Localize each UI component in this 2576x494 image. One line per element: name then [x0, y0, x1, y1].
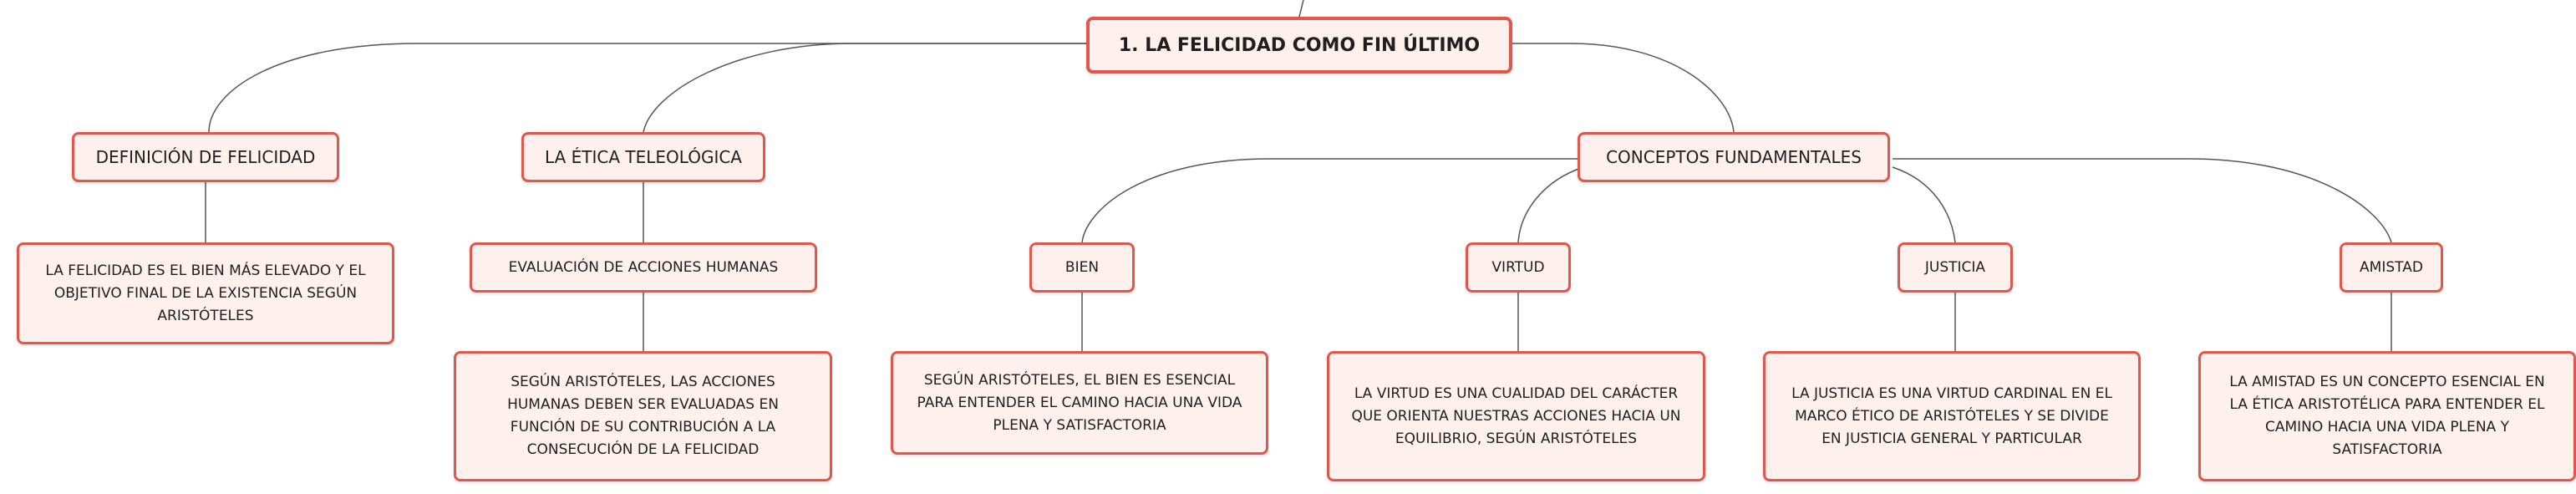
node-bien[interactable]: BIEN	[1029, 242, 1135, 293]
bien-label: BIEN	[1064, 259, 1100, 276]
definicion-leaf-text: LA FELICIDAD ES EL BIEN MÁS ELEVADO Y EL…	[45, 262, 366, 324]
node-evaluacion[interactable]: EVALUACIÓN DE ACCIONES HUMANAS	[470, 242, 817, 293]
connector-root-etica	[643, 43, 1086, 133]
virtud-leaf-text: LA VIRTUD ES UNA CUALIDAD DEL CARÁCTER Q…	[1351, 385, 1681, 447]
leaf-virtud[interactable]: LA VIRTUD ES UNA CUALIDAD DEL CARÁCTER Q…	[1327, 351, 1705, 481]
evaluacion-label: EVALUACIÓN DE ACCIONES HUMANAS	[508, 259, 779, 276]
node-amistad[interactable]: AMISTAD	[2340, 242, 2443, 293]
node-definicion[interactable]: DEFINICIÓN DE FELICIDAD	[72, 132, 339, 182]
connector-root-top	[1298, 0, 1304, 18]
node-conceptos[interactable]: CONCEPTOS FUNDAMENTALES	[1578, 132, 1890, 182]
leaf-bien[interactable]: SEGÚN ARISTÓTELES, EL BIEN ES ESENCIAL P…	[891, 351, 1268, 455]
leaf-definicion[interactable]: LA FELICIDAD ES EL BIEN MÁS ELEVADO Y EL…	[17, 242, 394, 344]
leaf-justicia[interactable]: LA JUSTICIA ES UNA VIRTUD CARDINAL EN EL…	[1763, 351, 2141, 481]
node-virtud[interactable]: VIRTUD	[1466, 242, 1571, 293]
amistad-leaf-text: LA AMISTAD ES UN CONCEPTO ESENCIAL EN LA…	[2229, 374, 2545, 458]
bien-leaf-text: SEGÚN ARISTÓTELES, EL BIEN ES ESENCIAL P…	[917, 371, 1242, 434]
connector-root-conceptos	[1512, 43, 1735, 133]
node-justicia[interactable]: JUSTICIA	[1898, 242, 2013, 293]
justicia-label: JUSTICIA	[1924, 259, 1986, 276]
conceptos-label: CONCEPTOS FUNDAMENTALES	[1606, 147, 1862, 167]
connector-conceptos-bien	[1081, 158, 1583, 243]
connector-conceptos-virtud	[1517, 166, 1584, 243]
node-etica[interactable]: LA ÉTICA TELEOLÓGICA	[521, 132, 765, 182]
etica-label: LA ÉTICA TELEOLÓGICA	[545, 147, 742, 167]
etica-leaf-text: SEGÚN ARISTÓTELES, LAS ACCIONES HUMANAS …	[507, 374, 779, 458]
definicion-label: DEFINICIÓN DE FELICIDAD	[95, 147, 316, 167]
justicia-leaf-text: LA JUSTICIA ES UNA VIRTUD CARDINAL EN EL…	[1791, 385, 2112, 447]
connector-root-definicion	[208, 43, 1086, 133]
connector-conceptos-justicia	[1892, 166, 1956, 243]
leaf-amistad[interactable]: LA AMISTAD ES UN CONCEPTO ESENCIAL EN LA…	[2198, 351, 2576, 481]
leaf-etica[interactable]: SEGÚN ARISTÓTELES, LAS ACCIONES HUMANAS …	[454, 351, 832, 481]
virtud-label: VIRTUD	[1491, 259, 1545, 276]
root-node[interactable]: 1. LA FELICIDAD COMO FIN ÚLTIMO	[1086, 17, 1512, 74]
root-label: 1. LA FELICIDAD COMO FIN ÚLTIMO	[1118, 34, 1481, 56]
connector-conceptos-amistad	[1893, 158, 2392, 243]
amistad-label: AMISTAD	[2360, 259, 2423, 276]
